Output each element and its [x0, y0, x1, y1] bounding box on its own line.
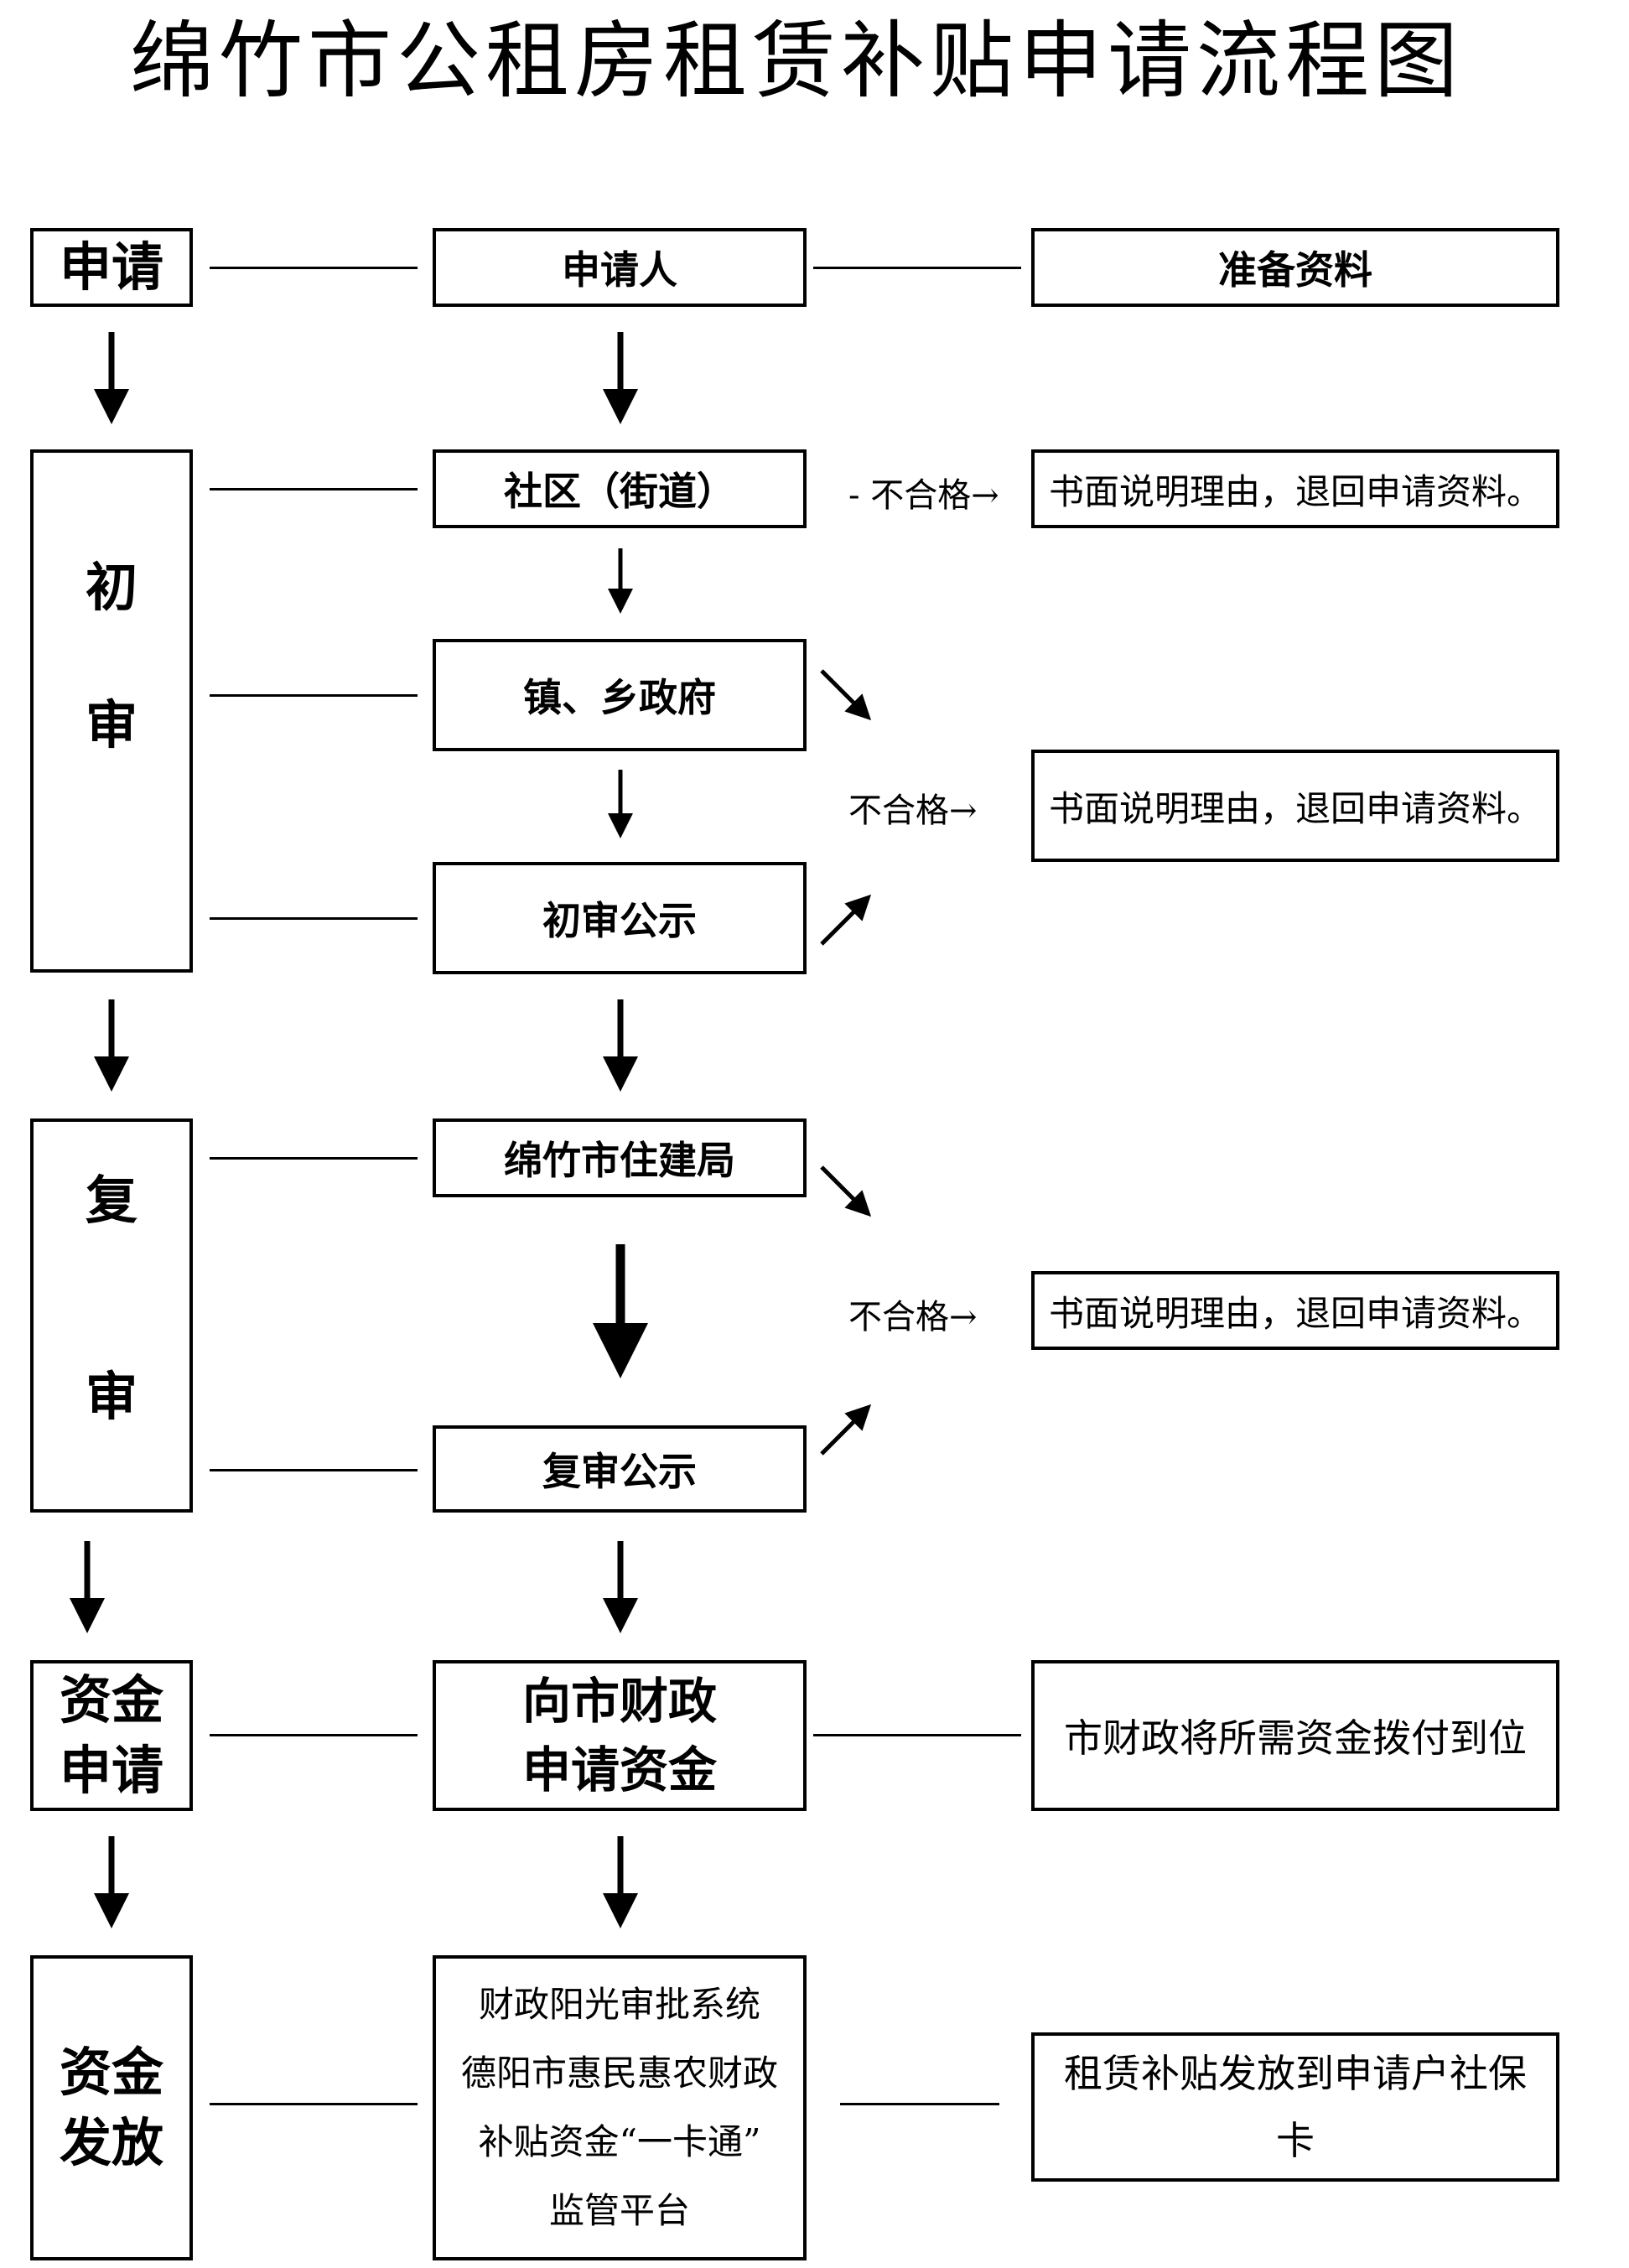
stage-funding-request: 资金 申请: [30, 1660, 193, 1811]
step-finance-request: 向市财政 申请资金: [433, 1660, 807, 1811]
stage-funding-release-line-2: 发放: [59, 2112, 163, 2173]
outcome-subsidy-issued-line-1: 租赁补贴发放到申请户社保: [1064, 2051, 1527, 2096]
page-title: 绵竹市公租房租赁补贴申请流程图: [130, 12, 1463, 110]
outcome-reject-3-label: 书面说明理由，退回申请资料。: [1048, 1292, 1542, 1334]
connector-re-review-notice: [210, 1469, 418, 1471]
arrow-diag-notice-reject: [820, 894, 872, 946]
outcome-reject-1-label: 书面说明理由，退回申请资料。: [1048, 470, 1542, 512]
connector-initial-community: [210, 488, 418, 490]
step-re-review-notice: 复审公示: [433, 1425, 807, 1513]
stage-initial-review: 初 审: [30, 449, 193, 973]
step-applicant: 申请人: [433, 228, 807, 307]
step-platform-line-4: 监管平台: [548, 2190, 690, 2231]
stage-initial-review-char-2: 审: [85, 694, 137, 755]
step-initial-notice: 初审公示: [433, 862, 807, 974]
unqualified-label-2: 不合格→: [848, 791, 978, 830]
step-community: 社区（街道）: [433, 449, 807, 528]
stage-re-review-char-1: 复: [85, 1170, 137, 1231]
connector-platform-subsidy: [840, 2103, 999, 2105]
outcome-subsidy-issued-line-2: 卡: [1276, 2118, 1315, 2163]
stage-funding-request-line-1: 资金: [59, 1669, 163, 1731]
arrow-diag-bureau-reject: [820, 1165, 872, 1217]
outcome-reject-1: 书面说明理由，退回申请资料。: [1031, 449, 1559, 528]
connector-initial-township: [210, 694, 418, 697]
unqualified-label-3: 不合格→: [848, 1298, 978, 1336]
stage-funding-request-line-2: 申请: [59, 1740, 163, 1801]
unqualified-label-1: - 不合格→: [848, 476, 999, 515]
outcome-reject-2: 书面说明理由，退回申请资料。: [1031, 750, 1559, 862]
step-platform-line-3: 补贴资金“一卡通”: [478, 2121, 761, 2162]
stage-re-review-char-2: 审: [85, 1366, 137, 1427]
step-township-label: 镇、乡政府: [523, 675, 716, 720]
stage-apply: 申请: [30, 228, 193, 307]
step-housing-bureau: 绵竹市住建局: [433, 1118, 807, 1197]
connector-initial-notice: [210, 917, 418, 920]
connector-finance-allocated: [813, 1734, 1021, 1736]
outcome-reject-3: 书面说明理由，退回申请资料。: [1031, 1271, 1559, 1350]
stage-apply-label: 申请: [59, 236, 163, 298]
stage-funding-release: 资金 发放: [30, 1955, 193, 2260]
step-applicant-label: 申请人: [562, 247, 677, 293]
outcome-prepare-materials-label: 准备资料: [1218, 247, 1372, 293]
outcome-reject-2-label: 书面说明理由，退回申请资料。: [1048, 787, 1542, 829]
connector-re-review-bureau: [210, 1157, 418, 1160]
connector-funding-request: [210, 1734, 418, 1736]
step-township: 镇、乡政府: [433, 639, 807, 751]
step-platform-line-1: 财政阳光审批系统: [478, 1984, 760, 2025]
connector-applicant-materials: [813, 267, 1021, 269]
step-housing-bureau-label: 绵竹市住建局: [504, 1138, 735, 1183]
outcome-subsidy-issued: 租赁补贴发放到申请户社保 卡: [1031, 2032, 1559, 2182]
arrow-diag-renotice-reject: [820, 1404, 872, 1456]
outcome-funds-allocated-label: 市财政将所需资金拨付到位: [1064, 1715, 1527, 1761]
step-community-label: 社区（街道）: [504, 469, 735, 514]
stage-re-review: 复 审: [30, 1118, 193, 1513]
connector-funding-release: [210, 2103, 418, 2105]
step-initial-notice-label: 初审公示: [542, 898, 697, 943]
outcome-prepare-materials: 准备资料: [1031, 228, 1559, 307]
connector-apply-applicant: [210, 267, 418, 269]
step-finance-request-line-1: 向市财政: [521, 1673, 717, 1730]
stage-initial-review-char-1: 初: [85, 557, 137, 618]
step-finance-request-line-2: 申请资金: [521, 1741, 717, 1798]
step-re-review-notice-label: 复审公示: [542, 1449, 697, 1494]
arrow-diag-township-reject: [820, 669, 872, 721]
step-supervision-platform: 财政阳光审批系统 德阳市惠民惠农财政 补贴资金“一卡通” 监管平台: [433, 1955, 807, 2260]
stage-funding-release-line-1: 资金: [59, 2042, 163, 2103]
step-platform-line-2: 德阳市惠民惠农财政: [460, 2053, 778, 2094]
outcome-funds-allocated: 市财政将所需资金拨付到位: [1031, 1660, 1559, 1811]
